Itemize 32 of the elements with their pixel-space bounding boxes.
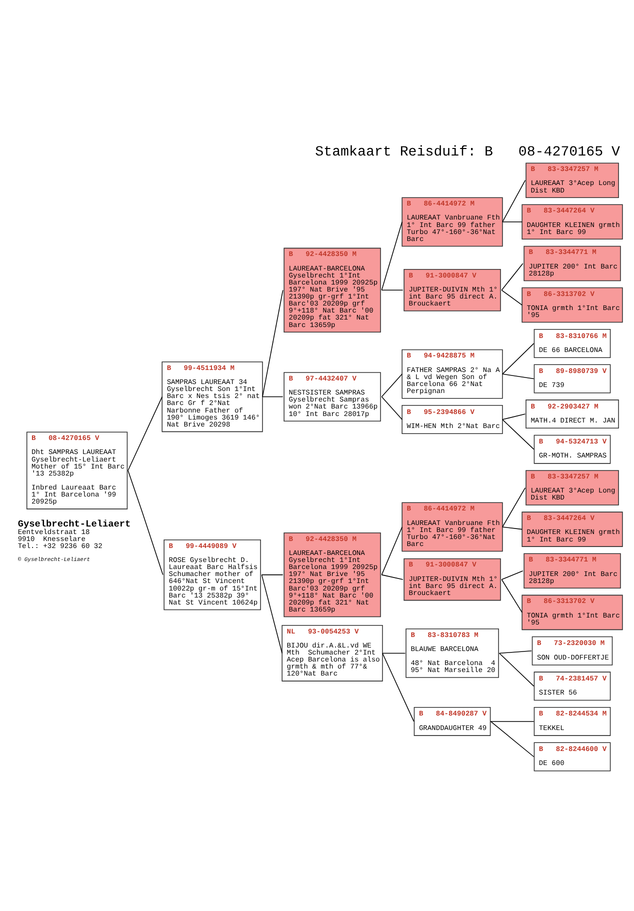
connector bbox=[381, 289, 404, 290]
connector bbox=[381, 574, 404, 580]
connector bbox=[381, 396, 402, 420]
connector bbox=[502, 486, 526, 527]
connector bbox=[262, 396, 284, 397]
connector bbox=[502, 413, 526, 420]
connector bbox=[502, 526, 522, 530]
connector bbox=[261, 574, 284, 575]
diagram-title: Stamkaart Reisduif: B 08-4270165 V bbox=[315, 144, 620, 160]
connector bbox=[381, 373, 402, 397]
connector bbox=[502, 418, 534, 450]
connector bbox=[501, 570, 524, 580]
connector bbox=[128, 396, 162, 470]
connector bbox=[502, 342, 534, 374]
connector bbox=[381, 221, 402, 290]
connector bbox=[490, 720, 534, 722]
connector bbox=[261, 574, 282, 654]
connector bbox=[502, 179, 526, 222]
connector bbox=[382, 652, 406, 654]
connector bbox=[502, 373, 534, 379]
connector bbox=[502, 221, 522, 222]
connector bbox=[382, 652, 414, 722]
connector bbox=[498, 652, 534, 686]
connector bbox=[501, 289, 522, 305]
connector bbox=[262, 289, 284, 397]
connector bbox=[501, 262, 524, 290]
connector bbox=[128, 470, 164, 575]
connector bbox=[381, 526, 402, 575]
connector bbox=[490, 720, 534, 757]
connector bbox=[501, 578, 522, 612]
connector bbox=[498, 650, 532, 654]
label: Gyselbrecht-Leliaert bbox=[18, 518, 131, 529]
